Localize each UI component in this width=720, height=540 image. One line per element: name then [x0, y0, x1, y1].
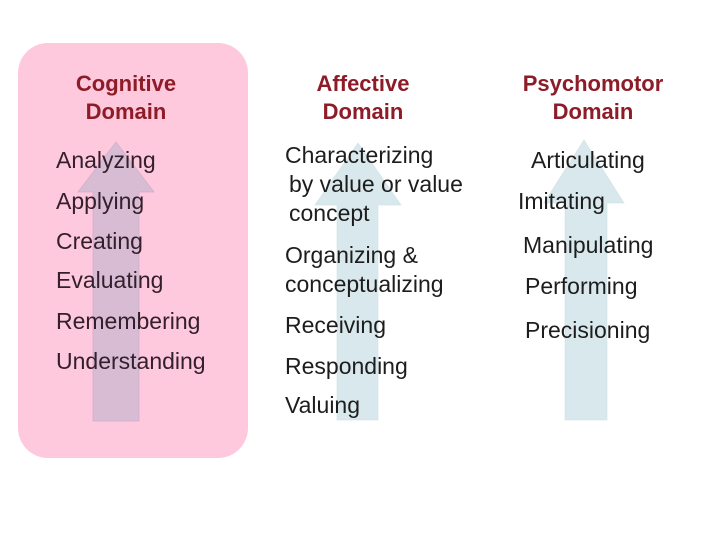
psychomotor-up-arrow-icon: [543, 139, 625, 421]
header-line: Psychomotor: [522, 71, 664, 96]
header-line: Affective: [316, 71, 410, 96]
list-item: Creating: [56, 228, 143, 254]
list-item: Receiving: [285, 312, 386, 338]
list-item: Organizing & conceptualizing: [285, 241, 444, 299]
affective-up-arrow-icon: [314, 142, 402, 421]
list-item: Precisioning: [525, 317, 651, 343]
column-header-affective: Affective Domain: [263, 70, 463, 126]
list-item: Valuing: [285, 392, 361, 418]
list-item: Performing: [525, 273, 638, 299]
list-item: Understanding: [56, 348, 206, 374]
item-line: by value or value: [289, 171, 463, 197]
list-item: Characterizing by value or value concept: [285, 141, 463, 228]
item-line: conceptualizing: [285, 271, 444, 297]
column-header-cognitive: Cognitive Domain: [26, 70, 226, 126]
list-item: Applying: [56, 188, 145, 214]
header-line: Domain: [552, 99, 634, 124]
list-item: Evaluating: [56, 267, 164, 293]
list-item: Imitating: [518, 188, 605, 214]
column-header-psychomotor: Psychomotor Domain: [493, 70, 693, 126]
header-line: Domain: [322, 99, 404, 124]
item-line: Organizing &: [285, 242, 418, 268]
list-item: Analyzing: [56, 147, 156, 173]
cognitive-up-arrow-icon: [76, 141, 156, 422]
item-line: concept: [289, 200, 370, 226]
item-line: Characterizing: [285, 142, 434, 168]
list-item: Articulating: [531, 147, 645, 173]
header-line: Domain: [85, 99, 167, 124]
list-item: Responding: [285, 353, 408, 379]
list-item: Manipulating: [523, 232, 654, 258]
list-item: Remembering: [56, 308, 201, 334]
header-line: Cognitive: [75, 71, 177, 96]
